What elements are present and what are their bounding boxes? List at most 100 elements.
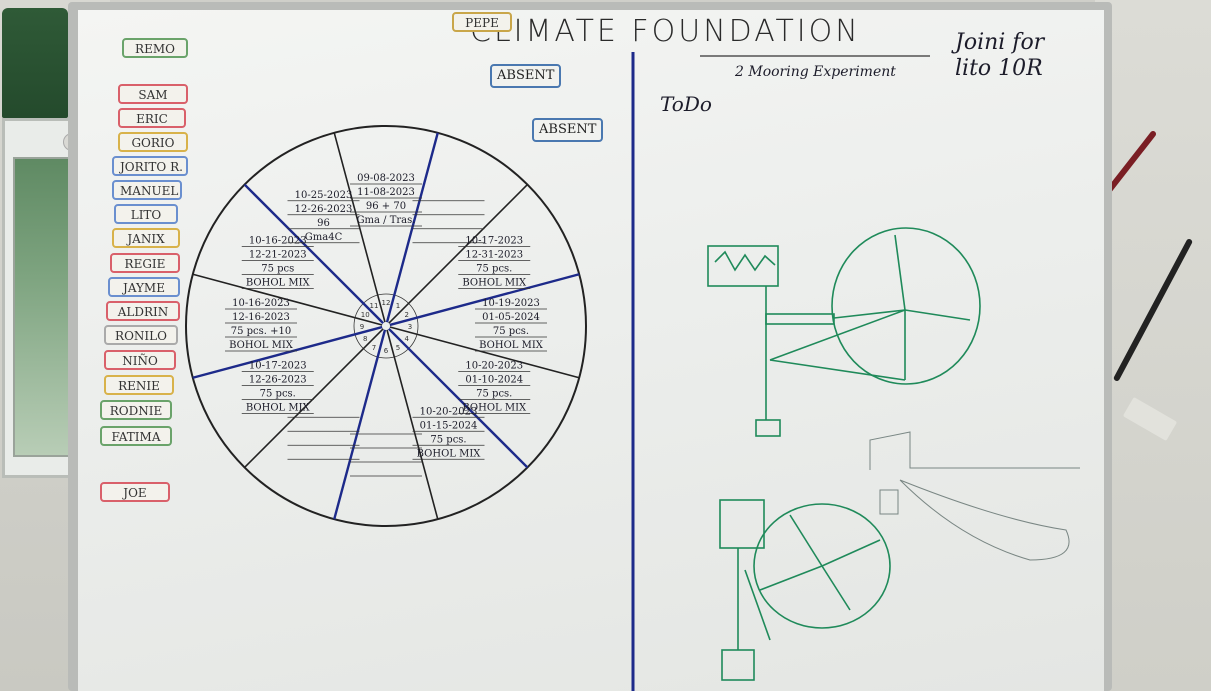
sketch-weight-top: [755, 419, 781, 437]
wheel-spoke: [244, 328, 384, 468]
wheel-spoke: [385, 132, 439, 323]
absent-label-1: ABSENT: [490, 64, 562, 88]
wheel-slice-text: 12-16-2023: [232, 312, 290, 323]
wheel-slice-text: 01-15-2024: [420, 420, 478, 431]
wheel-slice-text: BOHOL MIX: [462, 403, 527, 414]
sketch-box-top: [707, 245, 779, 287]
wheel-slice-text: Gma4C: [305, 232, 343, 243]
wheel-slice-text: 10-17-2023: [249, 361, 307, 372]
name-tag: SAM: [118, 84, 188, 104]
wheel-spoke: [386, 329, 439, 520]
wheel-slice-text: 09-08-2023: [357, 173, 415, 184]
wheel-slice-text: 01-10-2024: [465, 375, 523, 386]
wheel-slice-text: 10-25-2023: [295, 190, 353, 201]
sketch-box-bottom: [719, 499, 765, 549]
sketch-line-8: [821, 539, 881, 567]
name-tag: MANUEL: [112, 180, 182, 200]
wheel-slice: [287, 416, 360, 460]
wheel-slice: 10-17-2023 12-26-2023 75 pcs. BOHOL MIX: [241, 361, 314, 414]
name-tag: JOE: [100, 482, 170, 502]
wheel-slice-text: 75 pcs.: [430, 434, 466, 445]
name-tag: LITO: [114, 204, 178, 224]
sketch-line-9: [821, 565, 851, 611]
wall-right: [1095, 0, 1211, 691]
wheel-slice-text: 75 pcs. +10: [231, 326, 292, 337]
note-line-1: Joini for: [955, 30, 1045, 55]
name-tag: RONILO: [104, 325, 178, 345]
wheel-spoke: [333, 329, 387, 520]
wheel-slice-text: 10-20-2023: [420, 406, 478, 417]
name-tag: JANIX: [112, 228, 180, 248]
wheel-slice-text: 75 pcs.: [493, 326, 529, 337]
wheel-slice: 10-20-2023 01-10-2024 75 pcs. BOHOL MIX: [458, 361, 531, 414]
sketch-weight-bottom: [721, 649, 755, 681]
todo-label: ToDo: [660, 92, 712, 116]
wheel-slice-text: 11-08-2023: [357, 187, 415, 198]
wheel-outline: [185, 125, 587, 527]
wheel-slice-text: BOHOL MIX: [246, 278, 311, 289]
faint-sketch: [869, 431, 1080, 561]
wheel-hour-label: 10: [361, 311, 370, 319]
sketch-line-4: [904, 309, 971, 321]
name-tag: JAYME: [108, 277, 180, 297]
name-tag: ERIC: [118, 108, 186, 128]
name-tag: JORITO R.: [112, 156, 188, 176]
wheel-spoke: [388, 184, 528, 324]
wheel-slice-text: 12-26-2023: [249, 375, 307, 386]
wheel-slice-text: BOHOL MIX: [417, 448, 482, 459]
wheel-hour-label: 1: [396, 302, 400, 310]
sketch-wave: [714, 250, 776, 272]
wheel-slice-text: 10-20-2023: [465, 361, 523, 372]
faint-shape: [899, 479, 1070, 561]
name-tag: NIÑO: [104, 350, 176, 370]
name-tag: PEPE: [452, 12, 512, 32]
wheel-slice-text: 12-26-2023: [295, 204, 353, 215]
wheel-hour-label: 8: [363, 335, 367, 343]
wheel-hour-label: 11: [370, 302, 379, 310]
sketch-circle-top: [831, 227, 981, 385]
wheel-slice-text: 01-05-2024: [482, 312, 540, 323]
board-subtitle: 2 Mooring Experiment: [735, 64, 896, 80]
name-tag: GORIO: [118, 132, 188, 152]
wheel-slice-text: BOHOL MIX: [479, 340, 544, 351]
sketch-line-11: [744, 569, 771, 641]
wheel-slice-text: 96 + 70: [366, 201, 406, 212]
absent-label-2: ABSENT: [532, 118, 604, 142]
wheel-slice-text: 12-31-2023: [465, 250, 523, 261]
wheel-spoke: [192, 325, 383, 379]
name-tag: RODNIE: [100, 400, 172, 420]
wheel-slice-text: BOHOL MIX: [229, 340, 294, 351]
wheel-slice-text: 10-16-2023: [232, 298, 290, 309]
wheel-hour-label: 6: [384, 347, 389, 355]
sketch-line-6: [769, 359, 906, 381]
wheel-hour-label: 12: [382, 299, 391, 307]
name-tag: REMO: [122, 38, 188, 58]
name-tag: RENIE: [104, 375, 174, 395]
wheel-spoke: [389, 273, 580, 327]
sketch-circle-bottom: [753, 503, 891, 629]
wheel-spoke: [192, 273, 383, 326]
wheel-slice: 10-19-2023 01-05-2024 75 pcs. BOHOL MIX: [475, 298, 547, 352]
wheel-slice-text: BOHOL MIX: [246, 403, 311, 414]
sketch-line-10: [759, 565, 823, 591]
wheel-slice: 09-08-2023 11-08-2023 96 + 70 Gma / Tras.: [350, 173, 422, 227]
wheel-slice-text: 10-19-2023: [482, 298, 540, 309]
wheel-slice-text: 75 pcs.: [260, 389, 296, 400]
sketch-beam: [765, 313, 835, 325]
wheel-slice-text: Gma / Tras.: [357, 215, 416, 226]
wheel-slice-text: 10-17-2023: [465, 236, 523, 247]
sketch-line-1: [769, 309, 906, 361]
name-tag: REGIE: [110, 253, 180, 273]
wheel-hour-label: 5: [396, 344, 400, 352]
wheel-spoke: [243, 183, 385, 325]
wheel-inner: [353, 293, 419, 359]
wheel-hour-label: 2: [405, 311, 409, 319]
wheel-slice-text: 75 pcs.: [476, 389, 512, 400]
